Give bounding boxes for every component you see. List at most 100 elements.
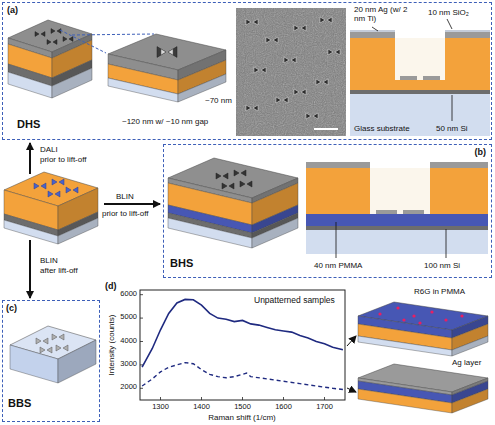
ag-layer [445,32,490,38]
sem-bowtie-part [283,97,288,103]
sem-bowtie-part [320,17,325,23]
bowtie-pattern [52,179,64,185]
bowtie-hole-part [216,173,221,179]
bowtie-hole [157,47,177,58]
bowtie-pattern-part [55,191,60,197]
dhs-sample-part [52,68,92,98]
process-label: prior to lift-off [102,209,149,218]
bowtie-pattern [48,191,60,197]
r6g-dot [460,314,463,317]
sem-bowtie [284,57,296,63]
bowtie-hole [216,173,228,179]
ag-antenna [376,210,397,214]
zoom-view-part [108,78,178,102]
bowtie-hole-part [69,37,73,42]
resist-layer [350,38,490,90]
bbs-sample-part [58,340,96,383]
resist-layer [306,168,488,214]
sem-bowtie [294,25,306,31]
tick-mark [160,397,161,400]
glass-layer [350,94,490,136]
ag-bowtie [52,334,64,340]
process-label: DALI [40,145,58,154]
bowtie-pattern-part [52,179,57,185]
bowtie-hole-part [47,40,51,45]
dimension-label: 20 nm Ag (w/ 2 nm Ti) [354,5,416,23]
sample-code: DHS [17,118,40,130]
cavity [370,168,430,214]
tick-mark [283,397,284,400]
leader-line [446,229,447,258]
pointer-arrow [347,336,356,346]
bowtie-hole-part [63,37,67,42]
sem-bowtie [246,105,258,111]
tick-label: 1300 [152,403,169,412]
bhs-sample-part [252,218,298,248]
substrate [306,230,488,254]
bowtie-pattern-part [48,191,53,197]
sem-bowtie-part [328,49,333,55]
bowtie-hole-part [35,32,39,37]
panel-letter: (a) [7,6,18,16]
axis-title: Raman shift (1/cm) [208,413,276,422]
bowtie-hole-part [223,173,228,179]
sem-bowtie-part [294,89,299,95]
bowtie-hole-part [57,29,61,34]
sem-bowtie-part [246,19,251,25]
r6g-dot [418,321,421,324]
bhs-sample-part [168,218,252,248]
sem-bowtie [320,17,332,23]
inset-ag [358,364,488,413]
bowtie-hole [47,40,57,45]
scale-bar [314,128,338,130]
sem-bowtie-part [323,79,328,85]
sem-bowtie-part [306,113,311,119]
bowtie-hole-part [41,32,45,37]
ag-layer [306,162,370,168]
ag-bowtie-part [43,338,48,344]
ag-antenna [423,76,440,80]
panel-frame: (c)BBS [2,300,100,422]
sample-code: BBS [8,397,31,409]
process-label: BLIN [40,256,58,265]
pmma-layer [306,214,488,226]
tick-mark [140,318,143,319]
leader-line [447,19,452,29]
bowtie-pattern-part [34,183,39,189]
inset-label: R6G in PMMA [414,287,465,296]
panel-frame: (a) DHS [2,2,492,140]
zoom-line [72,34,154,35]
sem-bowtie [276,97,288,103]
ag-bowtie-part [36,338,41,344]
spectrum-ag [142,363,343,390]
sem-bowtie-part [276,97,281,103]
sem-bowtie-part [261,67,266,73]
process-arrow [29,240,31,298]
r6g-dot [430,310,433,313]
sio2-layer [445,30,490,32]
axis-title: Intensity (counts) [107,315,116,376]
inset-ag-part [452,389,488,413]
r6g-dot [412,314,415,317]
cavity [395,38,445,80]
bowtie-hole-part [53,40,57,45]
dhs-sample [8,20,92,98]
inset-r6g-part [358,336,452,356]
sem-bowtie-part [316,79,321,85]
sem-noise [236,8,346,136]
sample-code: BHS [170,257,193,269]
sem-bowtie-part [294,25,299,31]
ag-bowtie-part [63,345,68,351]
ag-bowtie [36,338,48,344]
bowtie-hole [222,183,234,189]
inset-label: Ag layer [452,358,481,367]
bowtie-antenna-part [161,49,166,55]
inset-r6g [358,302,488,356]
sem-bowtie [246,19,258,25]
leader-line [372,27,378,31]
sem-bowtie [254,67,266,73]
process-arrow [104,203,160,205]
ag-layer [350,32,395,38]
ag-bowtie-part [47,347,52,353]
bowtie-pattern-part [59,179,64,185]
